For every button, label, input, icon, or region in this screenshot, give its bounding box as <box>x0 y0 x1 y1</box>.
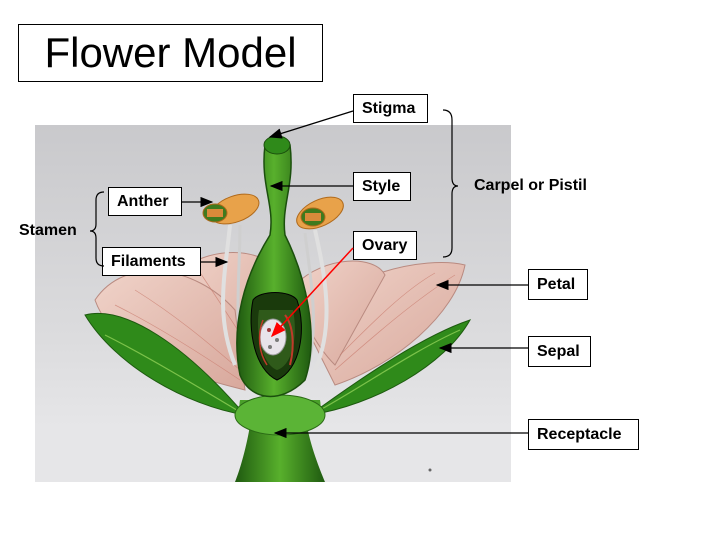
page-title: Flower Model <box>18 24 323 82</box>
filaments-label: Filaments <box>102 247 201 276</box>
petal-label: Petal <box>528 269 588 300</box>
stigma-arrow <box>268 110 354 139</box>
carpel-brace <box>442 109 459 258</box>
ovary-label: Ovary <box>353 231 417 260</box>
style-label: Style <box>353 172 411 201</box>
stamen-brace <box>89 191 105 267</box>
ovary-arrow <box>270 247 354 338</box>
stamen-label: Stamen <box>19 222 77 239</box>
sepal-label: Sepal <box>528 336 591 367</box>
receptacle-label: Receptacle <box>528 419 639 450</box>
stigma-label: Stigma <box>353 94 428 123</box>
anther-label: Anther <box>108 187 182 216</box>
carpel-label: Carpel or Pistil <box>474 177 587 194</box>
